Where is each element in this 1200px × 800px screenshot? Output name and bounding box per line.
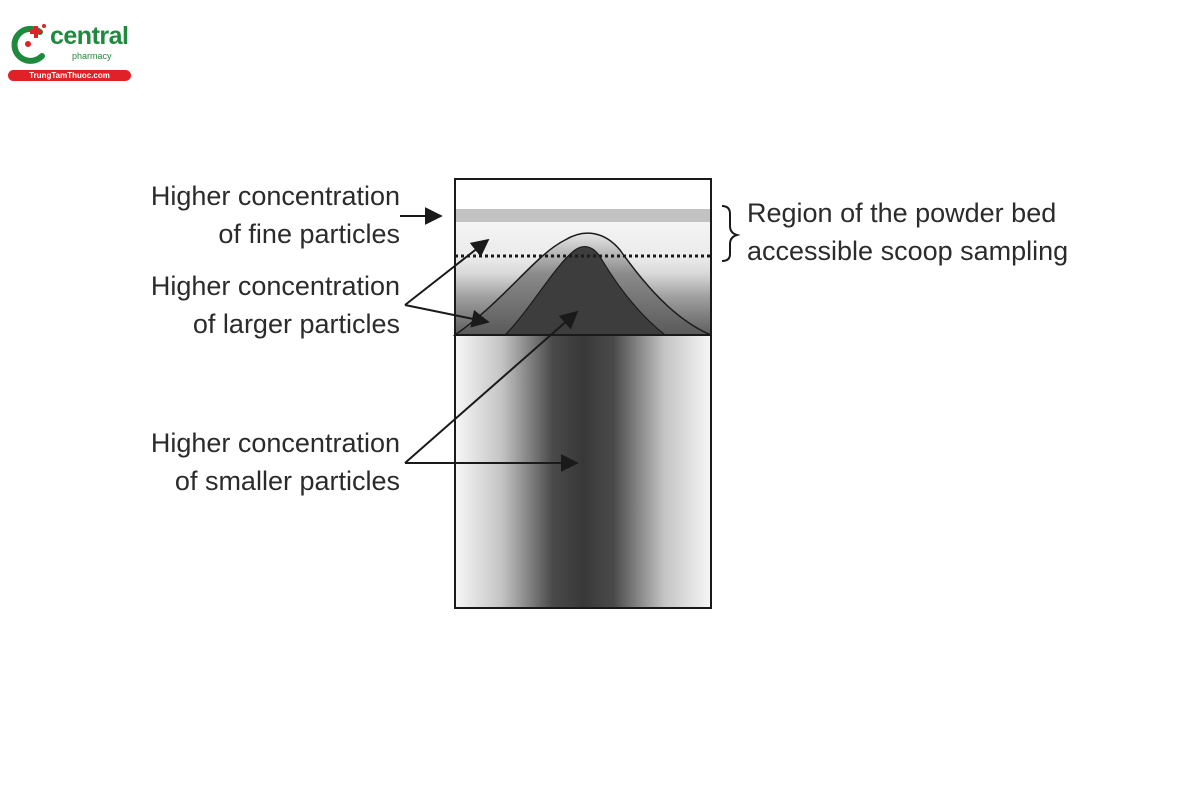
label-sampling-region: Region of the powder bed accessible scoo… [747, 194, 1068, 270]
central-logo-mark-icon [11, 24, 46, 64]
central-pharmacy-logo[interactable]: central pharmacy TrungTamThuoc.com [6, 20, 131, 82]
inner-cone [503, 246, 667, 336]
arrow-smaller-upper [404, 310, 579, 464]
label-smaller-particles: Higher concentration of smaller particle… [0, 424, 400, 500]
fine-particle-layer [455, 209, 711, 222]
label-larger-line1: Higher concentration [150, 271, 400, 301]
container-top-empty [455, 179, 711, 209]
arrow-larger-upper [404, 238, 490, 306]
logo-ribbon: TrungTamThuoc.com [8, 70, 131, 81]
label-larger-particles: Higher concentration of larger particles [0, 267, 400, 343]
label-smaller-line1: Higher concentration [150, 428, 400, 458]
logo-subtitle: pharmacy [72, 51, 112, 61]
arrow-larger-lower [404, 304, 490, 328]
label-smaller-line2: of smaller particles [174, 466, 400, 496]
label-fine-line1: Higher concentration [150, 181, 400, 211]
label-fine-line2: of fine particles [218, 219, 400, 249]
container-outline [454, 178, 712, 609]
logo-name: central [50, 22, 129, 50]
lower-powder-bed [456, 336, 710, 607]
label-region-line2: accessible scoop sampling [747, 236, 1069, 266]
label-fine-particles: Higher concentration of fine particles [0, 177, 400, 253]
label-region-line1: Region of the powder bed [747, 198, 1057, 228]
region-brace [721, 205, 741, 262]
label-larger-line2: of larger particles [192, 309, 400, 339]
